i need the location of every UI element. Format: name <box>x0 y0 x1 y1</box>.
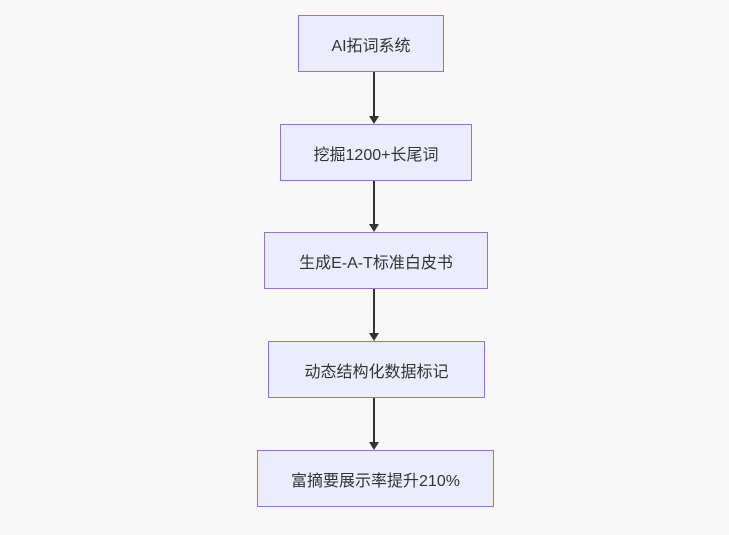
arrow-line <box>373 181 375 224</box>
flow-node-longtail-keywords: 挖掘1200+长尾词 <box>280 124 472 181</box>
arrowhead-down-icon <box>369 116 379 124</box>
flow-node-label: AI拓词系统 <box>331 37 411 55</box>
arrowhead-down-icon <box>369 333 379 341</box>
arrow-line <box>373 72 375 116</box>
flow-node-ai-word-system: AI拓词系统 <box>298 15 444 72</box>
flow-node-label: 动态结构化数据标记 <box>304 363 449 381</box>
flow-node-label: 富摘要展示率提升210% <box>291 472 460 490</box>
arrowhead-down-icon <box>369 224 379 232</box>
flow-node-structured-data: 动态结构化数据标记 <box>268 341 485 398</box>
arrow-line <box>373 289 375 333</box>
flow-node-rich-snippet-result: 富摘要展示率提升210% <box>257 450 494 507</box>
flow-node-label: 生成E-A-T标准白皮书 <box>299 254 453 272</box>
arrow-line <box>373 398 375 442</box>
flow-node-label: 挖掘1200+长尾词 <box>313 146 439 164</box>
flow-node-eat-whitepaper: 生成E-A-T标准白皮书 <box>264 232 488 289</box>
arrowhead-down-icon <box>369 442 379 450</box>
